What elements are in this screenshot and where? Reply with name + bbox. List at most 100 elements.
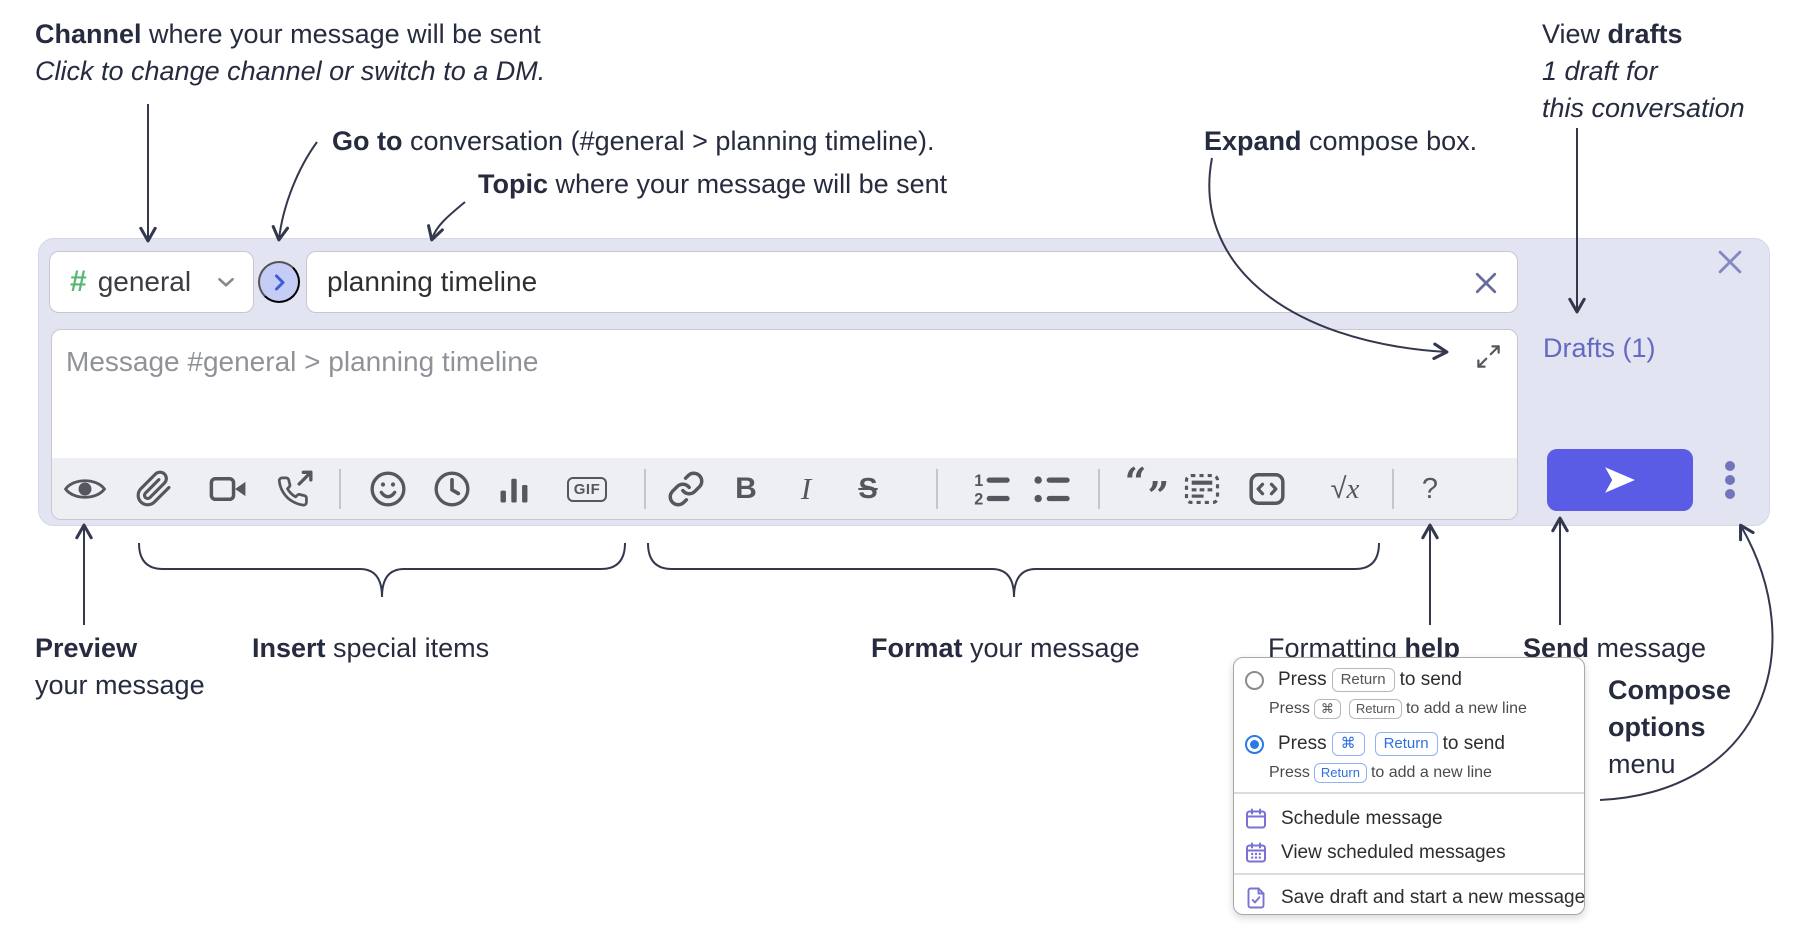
annotation-channel-bold: Channel: [35, 19, 142, 49]
compose-options-menu-button[interactable]: [1711, 455, 1749, 505]
strikethrough-button[interactable]: S: [844, 465, 892, 513]
send-button[interactable]: [1547, 449, 1693, 511]
annotation-compose-options-bold2: options: [1608, 712, 1706, 742]
annotation-channel-rest: where your message will be sent: [141, 19, 541, 49]
annotation-view-drafts-line2: 1 draft for: [1542, 56, 1658, 86]
annotation-compose-options-line3: menu: [1608, 749, 1676, 779]
spoiler-button[interactable]: [1178, 465, 1226, 513]
video-call-button[interactable]: [204, 465, 252, 513]
chevron-right-icon: [267, 270, 292, 295]
menu-item-label: Schedule message: [1281, 808, 1443, 829]
send-icon: [1601, 463, 1639, 497]
bulleted-list-button[interactable]: [1028, 465, 1076, 513]
radio-selected-icon[interactable]: [1245, 734, 1264, 754]
annotation-send-rest: message: [1589, 633, 1707, 663]
kbd-cmd: ⌘: [1313, 699, 1341, 719]
question-mark-icon: ?: [1421, 472, 1439, 505]
insert-link-button[interactable]: [662, 465, 710, 513]
annotation-format-rest: your message: [962, 633, 1140, 663]
topic-input[interactable]: [307, 252, 1517, 312]
attach-file-button[interactable]: [130, 465, 178, 513]
annotation-preview: Preview your message: [35, 630, 205, 704]
toolbar-divider: [339, 469, 341, 509]
annotation-insert: Insert special items: [252, 630, 489, 667]
option-label: Press: [1278, 669, 1327, 690]
code-button[interactable]: [1243, 465, 1291, 513]
menu-divider: [1234, 792, 1584, 794]
kbd-cmd: ⌘: [1331, 731, 1365, 757]
video-camera-icon: [207, 470, 249, 508]
annotation-topic-bold: Topic: [478, 169, 548, 199]
kbd-return: Return: [1348, 699, 1402, 719]
smiley-icon: [368, 469, 408, 509]
annotation-go-to-bold: Go to: [332, 126, 403, 156]
annotation-expand-rest: compose box.: [1301, 126, 1478, 156]
drafts-link[interactable]: Drafts (1): [1543, 333, 1656, 363]
math-button[interactable]: √x: [1321, 465, 1369, 513]
option-label: Press: [1278, 733, 1327, 754]
menu-divider: [1234, 873, 1584, 875]
option-label: to send: [1399, 669, 1462, 690]
annotation-view-drafts-bold: drafts: [1607, 19, 1683, 49]
menu-item-save-draft[interactable]: Save draft and start a new message: [1244, 885, 1585, 911]
annotation-preview-bold: Preview: [35, 633, 138, 663]
connector-go-to: [271, 141, 318, 242]
message-input[interactable]: [52, 330, 1517, 458]
kbd-return: Return: [1313, 763, 1367, 783]
compose-close-button[interactable]: [1713, 245, 1747, 279]
annotation-channel: Channel where your message will be sent …: [35, 16, 545, 90]
channel-selector[interactable]: # general: [49, 251, 254, 313]
message-formatting-help-button[interactable]: ?: [1406, 465, 1454, 513]
subtext-label: Press: [1269, 764, 1310, 781]
annotation-preview-line2: your message: [35, 670, 205, 700]
annotation-view-drafts-pre: View: [1542, 19, 1608, 49]
channel-name: general: [97, 266, 192, 297]
menu-item-schedule-message[interactable]: Schedule message: [1244, 806, 1443, 832]
message-panel: GIF B I S 12 “” √x ?: [51, 329, 1518, 520]
toolbar-divider: [1098, 469, 1100, 509]
annotation-compose-options: Compose options menu: [1608, 672, 1731, 783]
gif-icon: GIF: [566, 476, 608, 502]
clock-icon: [432, 469, 472, 509]
svg-text:1: 1: [974, 472, 983, 490]
italic-icon: I: [800, 471, 812, 506]
strikethrough-icon: S: [858, 472, 878, 505]
menu-item-label: View scheduled messages: [1281, 842, 1506, 863]
menu-item-label: Save draft and start a new message: [1281, 887, 1586, 908]
emoji-button[interactable]: [364, 465, 412, 513]
gif-button[interactable]: GIF: [563, 465, 611, 513]
expand-compose-button[interactable]: [1475, 342, 1503, 370]
radio-unselected-icon[interactable]: [1245, 670, 1264, 690]
kbd-return: Return: [1331, 667, 1395, 693]
math-icon: √x: [1330, 472, 1360, 505]
menu-item-view-scheduled-messages[interactable]: View scheduled messages: [1244, 840, 1506, 866]
annotation-view-drafts-line3: this conversation: [1542, 93, 1745, 123]
italic-button[interactable]: I: [782, 465, 830, 513]
topic-clear-button[interactable]: [1471, 268, 1501, 298]
time-mention-button[interactable]: [428, 465, 476, 513]
annotation-view-drafts: View drafts 1 draft for this conversatio…: [1542, 16, 1745, 127]
annotation-go-to-rest: conversation (#general > planning timeli…: [402, 126, 935, 156]
option-press-return-subtext: Press ⌘ Return to add a new line: [1269, 698, 1527, 720]
compose-box: # general Drafts (1): [38, 238, 1770, 526]
topic-field-container: [306, 251, 1518, 313]
poll-button[interactable]: [490, 465, 538, 513]
annotation-insert-rest: special items: [325, 633, 490, 663]
expand-icon: [1475, 343, 1503, 370]
quote-button[interactable]: “”: [1123, 459, 1171, 518]
go-to-conversation-button[interactable]: [258, 261, 300, 303]
bold-button[interactable]: B: [722, 465, 770, 513]
link-icon: [667, 470, 705, 508]
option-press-return-to-send[interactable]: Press Return to send: [1245, 667, 1462, 693]
code-icon: [1247, 470, 1287, 508]
annotation-channel-sub: Click to change channel or switch to a D…: [35, 56, 546, 86]
option-press-cmd-return-to-send[interactable]: Press ⌘ Return to send: [1245, 731, 1505, 757]
calendar-icon: [1244, 807, 1268, 831]
voice-call-button[interactable]: [271, 465, 319, 513]
subtext-label: to add a new line: [1405, 700, 1527, 717]
quote-icon: “”: [1124, 459, 1170, 518]
preview-button[interactable]: [61, 465, 109, 513]
